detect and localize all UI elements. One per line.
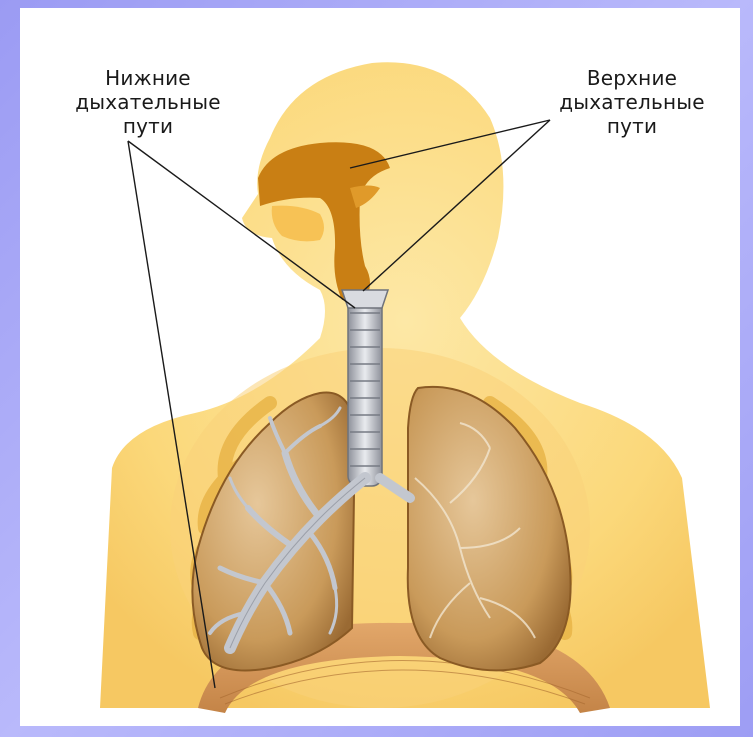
- lower-airways-label-line-3: пути: [48, 114, 248, 138]
- upper-airways-label-line-1: Верхние: [532, 66, 732, 90]
- upper-airways-label-line-2: дыхательные: [532, 90, 732, 114]
- upper-airways-label-line-3: пути: [532, 114, 732, 138]
- lower-airways-label: Нижние дыхательные пути: [48, 66, 248, 138]
- lower-airways-label-line-2: дыхательные: [48, 90, 248, 114]
- illustration-panel: Нижние дыхательные пути Верхние дыхатель…: [20, 8, 740, 726]
- trachea: [342, 290, 388, 486]
- lower-airways-label-line-1: Нижние: [48, 66, 248, 90]
- body-silhouette: [100, 62, 710, 708]
- upper-airways-label: Верхние дыхательные пути: [532, 66, 732, 138]
